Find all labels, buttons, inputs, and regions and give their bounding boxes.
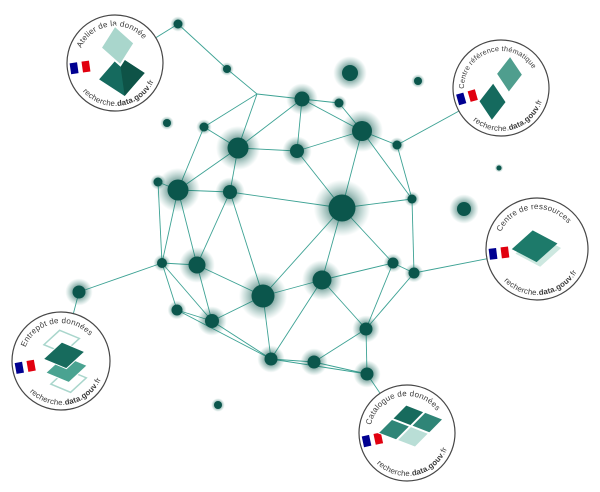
node-core (173, 19, 183, 29)
network-node (300, 348, 328, 376)
badge-catalogue[interactable]: Catalogue de donnéesrecherche.data.gouv.… (350, 376, 464, 487)
network-node (211, 398, 225, 412)
node-core (392, 140, 402, 150)
node-core (214, 401, 222, 409)
french-flag-icon (69, 60, 91, 75)
node-core (328, 194, 356, 222)
catalogue-logo-icon (377, 404, 444, 448)
network-node (155, 167, 201, 213)
network-node (302, 260, 342, 300)
node-core (72, 285, 86, 299)
node-core (227, 137, 249, 159)
badges: Atelier de la donnéerecherche.data.gouv.… (4, 9, 594, 487)
reference-logo-icon (479, 55, 524, 120)
network-node (313, 179, 371, 237)
ressources-logo-icon (511, 230, 562, 267)
network-node (196, 119, 212, 135)
network-node (167, 300, 187, 320)
node-core (223, 65, 231, 73)
french-flag-icon (14, 359, 36, 374)
node-core (167, 179, 189, 201)
network-node (179, 247, 215, 283)
network-node (160, 116, 174, 130)
badge-entrepot[interactable]: Entrepôt de donnéesrecherche.data.gouv.f… (4, 304, 118, 418)
network-node (170, 16, 186, 32)
network-node (153, 254, 171, 272)
network-edge (203, 93, 258, 128)
network-node (215, 177, 245, 207)
network-node (494, 163, 504, 173)
network-node (257, 345, 285, 373)
network-node (353, 360, 381, 388)
node-core (199, 122, 209, 132)
node-core (290, 144, 304, 158)
network-node (215, 125, 261, 171)
node-core (171, 304, 183, 316)
atelier-logo-icon (99, 24, 145, 96)
node-core (188, 256, 206, 274)
network-node (411, 74, 425, 88)
network-node (282, 136, 312, 166)
node-core (359, 322, 373, 336)
network-edge (396, 144, 413, 200)
node-core (387, 257, 399, 269)
node-core (407, 194, 417, 204)
node-core (334, 98, 344, 108)
node-core (457, 202, 471, 216)
network-node (389, 137, 405, 153)
node-core (251, 284, 275, 308)
network-node (383, 253, 403, 273)
network-edge (177, 23, 228, 70)
node-core (408, 267, 420, 279)
node-core (352, 121, 372, 141)
entrepot-logo-icon (42, 329, 89, 394)
node-core (157, 258, 167, 268)
node-core (223, 185, 237, 199)
node-core (496, 165, 502, 171)
network-node (238, 271, 288, 321)
node-core (294, 91, 310, 107)
network-node (220, 62, 234, 76)
node-core (163, 119, 171, 127)
badge-reference[interactable]: Centre référence thématiquerecherche.dat… (442, 29, 561, 148)
node-core (342, 65, 358, 81)
network-node (197, 306, 227, 336)
badge-circle (452, 39, 550, 137)
badge-atelier[interactable]: Atelier de la donnéerecherche.data.gouv.… (61, 9, 169, 117)
node-core (264, 352, 278, 366)
network-node (333, 56, 367, 90)
network-node (65, 278, 93, 306)
network-node (404, 191, 420, 207)
network-edge (411, 198, 415, 274)
node-core (307, 355, 321, 369)
node-core (414, 77, 422, 85)
network-node (341, 110, 383, 152)
network-node (286, 83, 318, 115)
node-core (312, 270, 332, 290)
french-flag-icon (361, 432, 384, 448)
network-node (404, 263, 424, 283)
network-nodes (65, 16, 504, 412)
network-node (352, 315, 380, 343)
node-core (205, 314, 219, 328)
french-flag-icon (456, 89, 478, 106)
french-flag-icon (488, 246, 510, 260)
network-edge (176, 309, 272, 360)
badge-ressources[interactable]: Centre de ressourcesrecherche.data.gouv.… (480, 192, 594, 306)
network-edge (78, 262, 163, 293)
network-node (449, 194, 479, 224)
network-node (331, 95, 347, 111)
node-core (360, 367, 374, 381)
